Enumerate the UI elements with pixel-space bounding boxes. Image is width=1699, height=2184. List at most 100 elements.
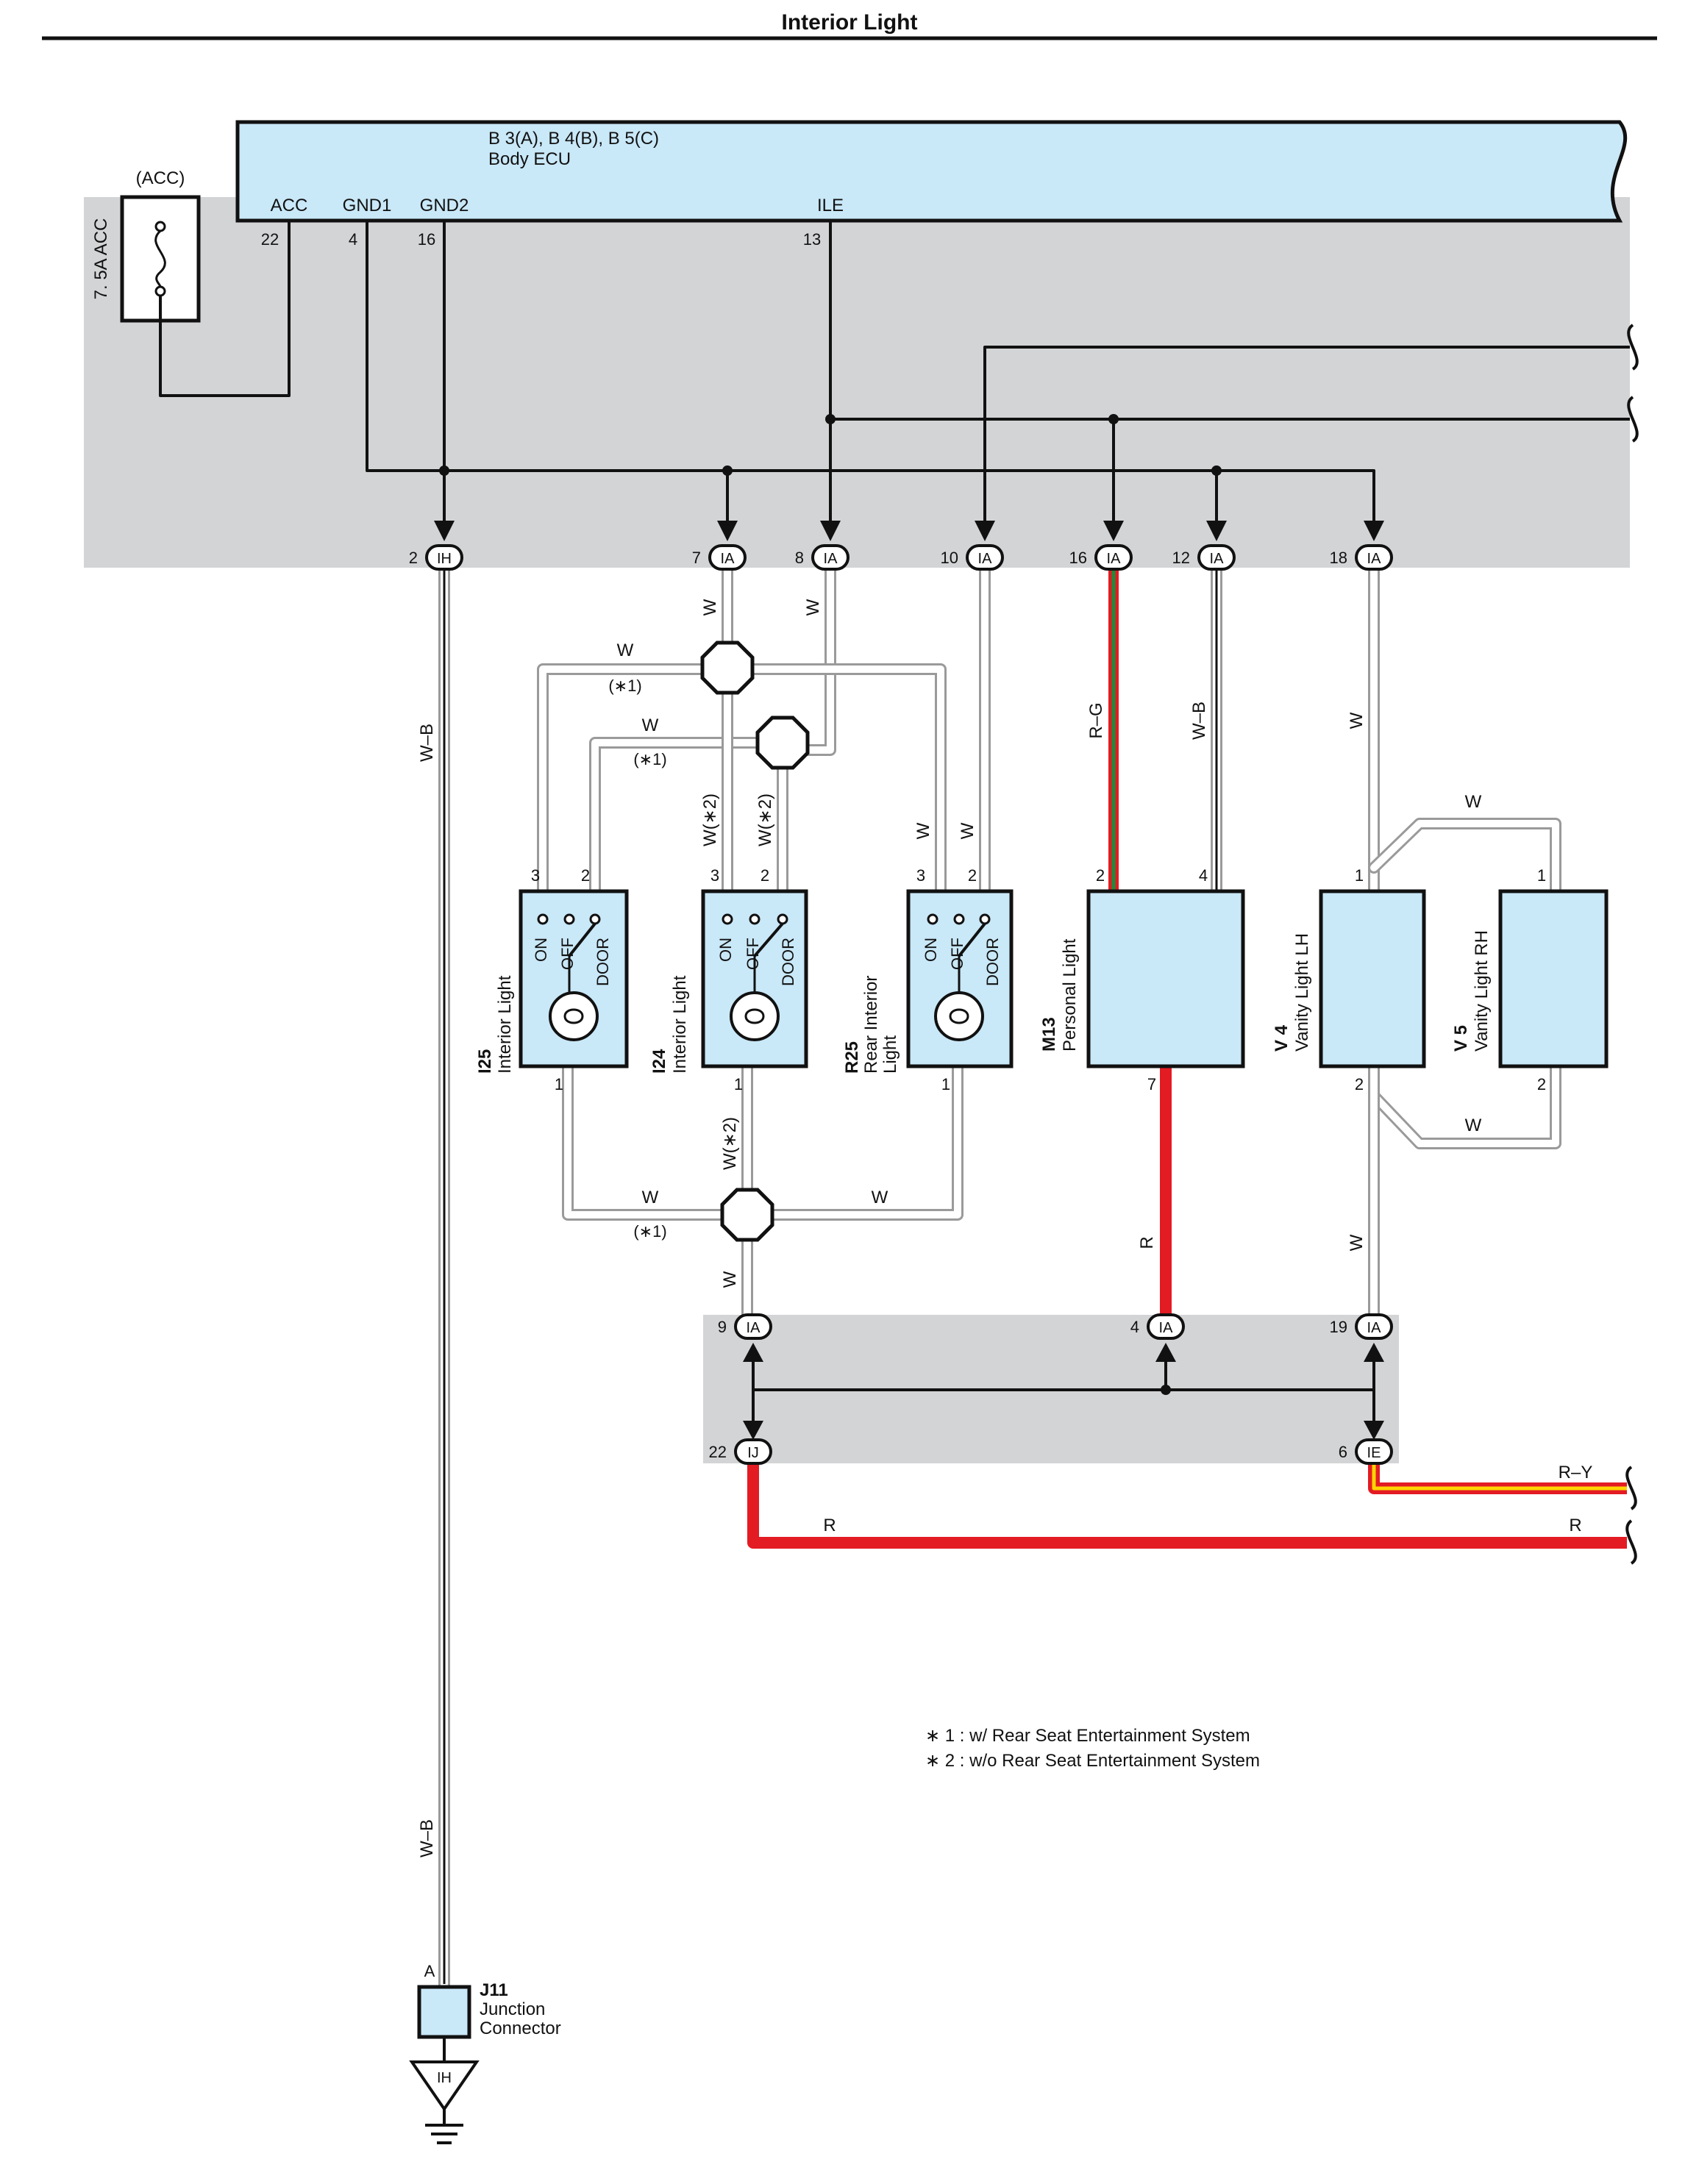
svg-text:IA: IA	[978, 551, 993, 567]
ecu-pin-number-13: 13	[803, 230, 821, 249]
wire-label-r: R	[1137, 1236, 1157, 1249]
connector-pill-ia-7: IA 7	[692, 544, 747, 571]
ground-icon: IH	[409, 2060, 480, 2144]
svg-text:IA: IA	[1210, 551, 1225, 567]
svg-text:V 4: V 4	[1272, 1024, 1292, 1052]
svg-text:Rear Interior: Rear Interior	[861, 976, 881, 1074]
svg-text:IE: IE	[1367, 1445, 1381, 1461]
svg-text:I24: I24	[649, 1049, 669, 1074]
svg-text:1: 1	[555, 1075, 563, 1093]
component-v4: 1 2 V 4 Vanity Light LH	[1272, 866, 1426, 1093]
connector-pill-ia-16: IA 16	[1069, 544, 1133, 571]
component-i25: 3 2 1 ON OFF DOOR I25 Interior Light	[475, 866, 629, 1093]
ecu-pin-label-gnd2: GND2	[420, 196, 469, 215]
bulb-icon	[934, 991, 984, 1041]
connector-pill-ia-12: IA 12	[1172, 544, 1236, 571]
note-star1: ∗ 1 : w/ Rear Seat Entertainment System	[925, 1726, 1250, 1746]
connector-pill-ih-2: IH 2	[409, 544, 463, 571]
svg-text:Connector: Connector	[480, 2019, 561, 2038]
ecu-pin-label-ile: ILE	[817, 196, 844, 215]
svg-text:Vanity Light LH: Vanity Light LH	[1292, 933, 1312, 1052]
arrowhead-icon	[743, 1343, 1384, 1440]
svg-text:IA: IA	[1367, 1320, 1382, 1336]
svg-text:2: 2	[1096, 866, 1105, 885]
svg-text:IA: IA	[721, 551, 735, 567]
wire-label-w: W	[872, 1188, 888, 1207]
svg-text:Interior Light: Interior Light	[670, 975, 690, 1074]
ecu-pin-label-gnd1: GND1	[343, 196, 392, 215]
connector-pill-ia-8: IA 8	[795, 544, 850, 571]
svg-text:4: 4	[1199, 866, 1208, 885]
bulb-icon	[730, 991, 780, 1041]
svg-text:2: 2	[581, 866, 590, 885]
wire-label-w: W	[1465, 1116, 1482, 1135]
ecu-pin-number-4: 4	[349, 230, 357, 249]
wire-label-w-star2: W(∗2)	[700, 793, 720, 846]
svg-text:2: 2	[409, 549, 418, 567]
wire-label-w-star2: W(∗2)	[755, 793, 775, 846]
wire-label-star1: (∗1)	[633, 750, 666, 768]
svg-text:IJ: IJ	[747, 1445, 759, 1461]
fuse-terminal-top	[154, 221, 166, 232]
svg-text:OFF: OFF	[744, 938, 762, 970]
wire-label-w: W	[1465, 792, 1482, 812]
page-title: Interior Light	[782, 10, 918, 35]
wave-break-icon	[1627, 396, 1639, 443]
svg-text:7: 7	[1147, 1075, 1156, 1093]
connector-pill-ij-22: IJ 22	[709, 1438, 772, 1465]
svg-text:2: 2	[968, 866, 977, 885]
svg-text:IA: IA	[747, 1320, 761, 1336]
svg-text:16: 16	[1069, 549, 1087, 567]
svg-text:1: 1	[941, 1075, 950, 1093]
svg-text:4: 4	[1130, 1318, 1139, 1336]
svg-text:I25: I25	[475, 1049, 495, 1074]
wire-label-ry: R–Y	[1559, 1463, 1593, 1482]
wire-label-w: W	[958, 822, 977, 839]
svg-text:OFF: OFF	[948, 938, 966, 970]
svg-text:OFF: OFF	[558, 938, 577, 970]
wire-label-w-star2: W(∗2)	[720, 1117, 740, 1170]
ecu-pin-number-22: 22	[261, 230, 279, 249]
connector-pill-ie-6: IE 6	[1339, 1438, 1393, 1465]
wire-label-w: W	[642, 715, 659, 735]
svg-text:Vanity Light RH: Vanity Light RH	[1472, 930, 1492, 1052]
splice-dot	[722, 465, 733, 476]
svg-text:DOOR: DOOR	[983, 938, 1002, 986]
splice-dot	[1211, 465, 1222, 476]
svg-text:3: 3	[916, 866, 925, 885]
fuse-terminal-bottom	[154, 285, 166, 297]
body-ecu-box	[235, 120, 1628, 223]
wire-label-w: W	[1347, 712, 1367, 729]
svg-text:ON: ON	[716, 938, 735, 962]
splice-dot	[1108, 414, 1119, 424]
splice-dot	[1161, 1385, 1171, 1395]
ecu-connectors-label: B 3(A), B 4(B), B 5(C)	[488, 129, 659, 149]
svg-text:3: 3	[710, 866, 719, 885]
svg-text:2: 2	[1537, 1075, 1546, 1093]
svg-text:Junction: Junction	[480, 1999, 545, 2019]
svg-text:Interior Light: Interior Light	[495, 975, 515, 1074]
white-wires	[438, 560, 1561, 1991]
bus-wire-1	[983, 346, 1630, 522]
wire-label-w: W	[913, 822, 933, 839]
svg-text:IH: IH	[437, 551, 452, 567]
svg-text:2: 2	[1355, 1075, 1364, 1093]
wave-break-icon	[1627, 324, 1639, 371]
svg-text:1: 1	[1355, 866, 1364, 885]
svg-text:3: 3	[531, 866, 540, 885]
wire-label-w: W	[642, 1188, 659, 1207]
wire-label-wb: W–B	[417, 724, 437, 762]
wave-break-icon	[1625, 1519, 1637, 1565]
connector-pill-ia-9: IA 9	[718, 1313, 772, 1340]
splice-octagon	[720, 1188, 774, 1242]
splice-octagon	[700, 640, 755, 695]
svg-text:A: A	[424, 1962, 435, 1980]
wave-break-icon	[1625, 1466, 1637, 1510]
svg-text:12: 12	[1172, 549, 1190, 567]
svg-text:7: 7	[692, 549, 701, 567]
ecu-pin-label-acc: ACC	[271, 196, 308, 215]
svg-text:R25: R25	[842, 1041, 862, 1074]
splice-octagon	[755, 715, 810, 770]
svg-text:M13: M13	[1039, 1017, 1059, 1052]
